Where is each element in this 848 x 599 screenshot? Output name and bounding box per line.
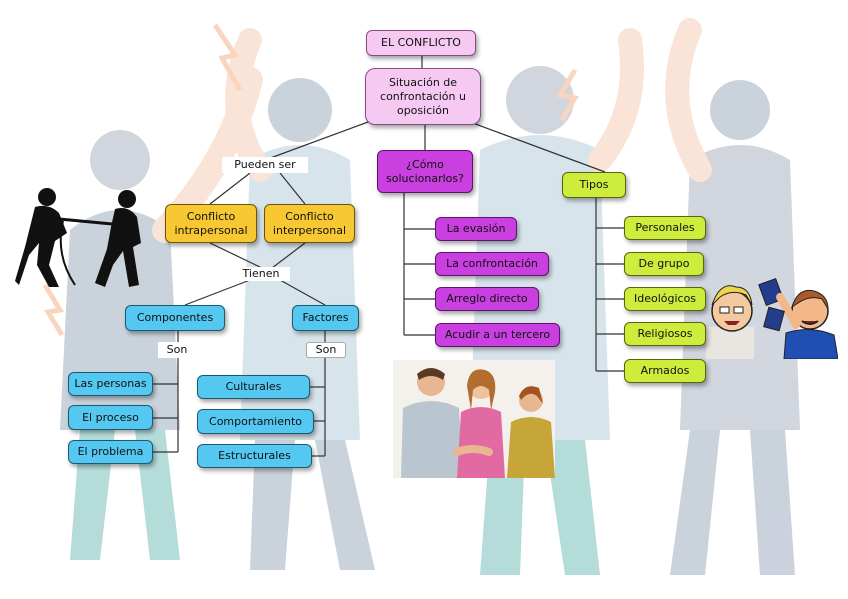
tipos-node: Tipos: [562, 172, 626, 198]
component-item: El problema: [68, 440, 153, 464]
intrapersonal-node: Conflicto intrapersonal: [165, 204, 257, 243]
tug-of-war-illustration: [15, 188, 141, 287]
tipo-item: De grupo: [624, 252, 704, 276]
factores-son-label: Son: [306, 342, 346, 358]
interpersonal-node: Conflicto interpersonal: [264, 204, 355, 243]
tipo-item: Armados: [624, 359, 706, 383]
solution-item: La confrontación: [435, 252, 549, 276]
arguing-men-illustration: [706, 277, 838, 359]
tipo-item: Religiosos: [624, 322, 706, 346]
componentes-son-label: Son: [158, 342, 196, 358]
component-item: Las personas: [68, 372, 153, 396]
handshake-illustration: [393, 360, 555, 478]
componentes-node: Componentes: [125, 305, 225, 331]
solutions-node: ¿Cómo solucionarlos?: [377, 150, 473, 193]
tipo-item: Personales: [624, 216, 706, 240]
tipo-item: Ideológicos: [624, 287, 706, 311]
definition-node: Situación de confrontación u oposición: [365, 68, 481, 125]
solution-item: Arreglo directo: [435, 287, 539, 311]
component-item: El proceso: [68, 405, 153, 430]
root-node: EL CONFLICTO: [366, 30, 476, 56]
tienen-label: Tienen: [232, 267, 290, 281]
solution-item: Acudir a un tercero: [435, 323, 560, 347]
factor-item: Estructurales: [197, 444, 312, 468]
factor-item: Comportamiento: [197, 409, 314, 434]
factor-item: Culturales: [197, 375, 310, 399]
factores-node: Factores: [292, 305, 359, 331]
solution-item: La evasión: [435, 217, 517, 241]
pueden-ser-label: Pueden ser: [222, 157, 308, 173]
